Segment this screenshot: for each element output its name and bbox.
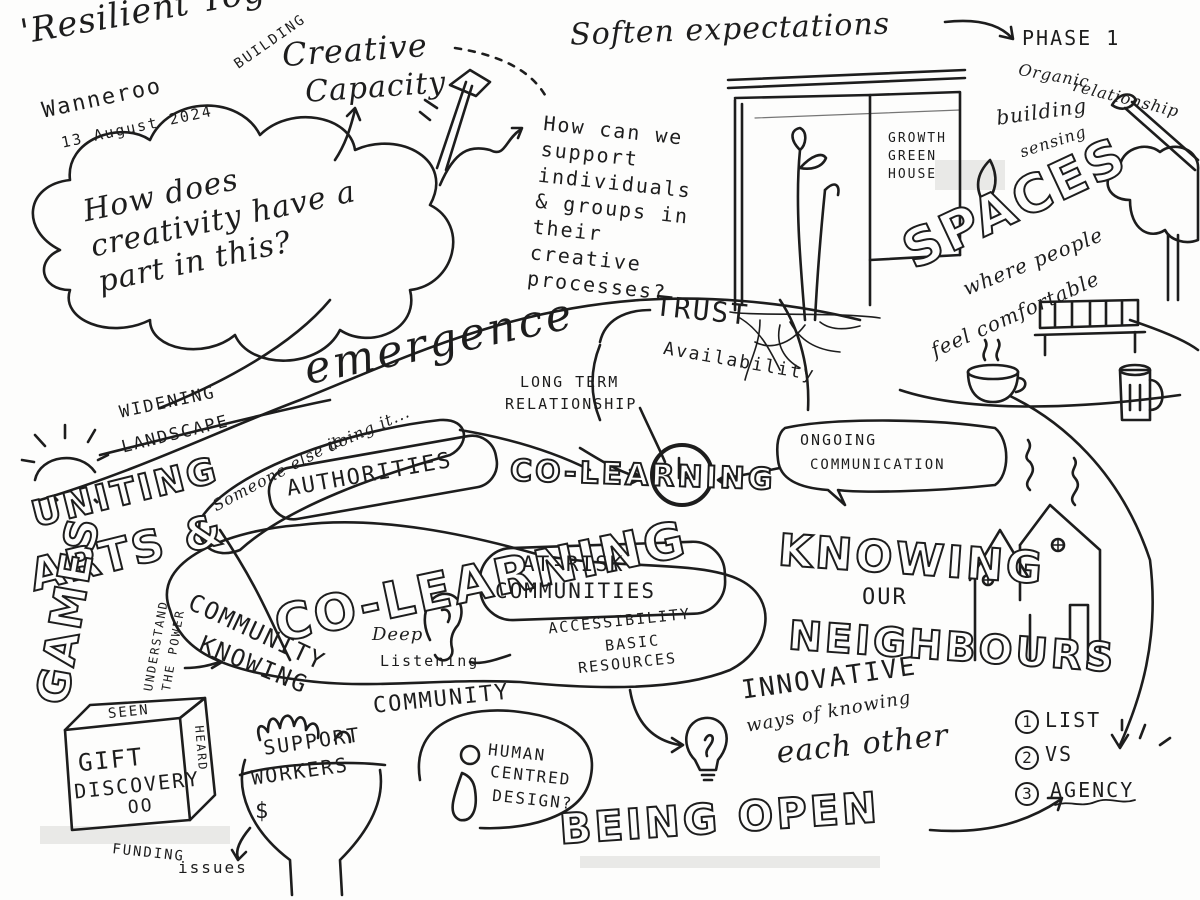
clock-icon bbox=[650, 443, 714, 507]
at-risk-line-1: AT-RISK bbox=[522, 552, 625, 576]
hammer-icon bbox=[418, 68, 492, 172]
sun-icon bbox=[20, 423, 110, 506]
roots-icon bbox=[729, 311, 881, 381]
leaf-icon bbox=[976, 158, 997, 207]
step-text-3: AGENCY bbox=[1050, 778, 1135, 802]
knowing-line-2: OUR bbox=[862, 585, 908, 610]
support-question: How can we support individuals & groups … bbox=[526, 110, 694, 305]
funding-dollar: $ bbox=[255, 799, 271, 824]
coffee-cup-icon bbox=[966, 338, 1027, 404]
landscape-line bbox=[98, 398, 332, 457]
lightbulb-icon bbox=[685, 716, 728, 782]
spark-lines bbox=[1120, 718, 1172, 747]
ongoing-line-1: ONGOING bbox=[800, 431, 878, 449]
cloud-shape bbox=[31, 104, 455, 362]
greenhouse-icon bbox=[726, 68, 967, 312]
deep-listening-line-1: Deep bbox=[372, 624, 424, 645]
long-term-line-2: RELATIONSHIP bbox=[505, 395, 638, 413]
emergence-wave bbox=[38, 297, 862, 502]
step-number-2: 2 bbox=[1015, 746, 1039, 770]
authorities-box bbox=[267, 434, 499, 521]
long-term-line-1: LONG TERM bbox=[520, 373, 620, 391]
ear-icon bbox=[423, 592, 463, 662]
bench-icon bbox=[1033, 298, 1147, 357]
gift-eyes: OO bbox=[126, 794, 155, 819]
tree-icon bbox=[1106, 145, 1200, 302]
co-learning-oval bbox=[165, 521, 767, 689]
at-risk-line-2: COMMUNITIES bbox=[495, 579, 657, 603]
ground-curve bbox=[898, 388, 1182, 408]
step-text-1: LIST bbox=[1045, 708, 1102, 732]
connector-arrows bbox=[158, 19, 1154, 833]
speech-bubble bbox=[775, 419, 1008, 507]
phase-title: PHASE 1 bbox=[1022, 26, 1121, 50]
coffee-mug-icon bbox=[1118, 363, 1164, 422]
ongoing-line-2: COMMUNICATION bbox=[810, 457, 946, 473]
funding-line-2: issues bbox=[178, 858, 248, 877]
gift-box-icon bbox=[63, 696, 217, 832]
seedling-icon bbox=[791, 126, 840, 322]
step-text-2: VS bbox=[1045, 742, 1074, 766]
hand-icon bbox=[238, 714, 387, 897]
greenhouse-label: GROWTH GREEN HOUSE bbox=[888, 131, 947, 183]
gift-heard: HEARD bbox=[192, 724, 211, 773]
step-number-3: 3 bbox=[1015, 782, 1039, 806]
deep-listening-line-2: Listening bbox=[380, 652, 480, 670]
at-risk-box bbox=[478, 540, 727, 622]
person-icon bbox=[451, 744, 481, 822]
houses-icon bbox=[968, 438, 1102, 662]
human-centred-bubble bbox=[417, 709, 594, 830]
step-number-1: 1 bbox=[1015, 710, 1039, 734]
someone-else-bubble bbox=[197, 418, 466, 555]
